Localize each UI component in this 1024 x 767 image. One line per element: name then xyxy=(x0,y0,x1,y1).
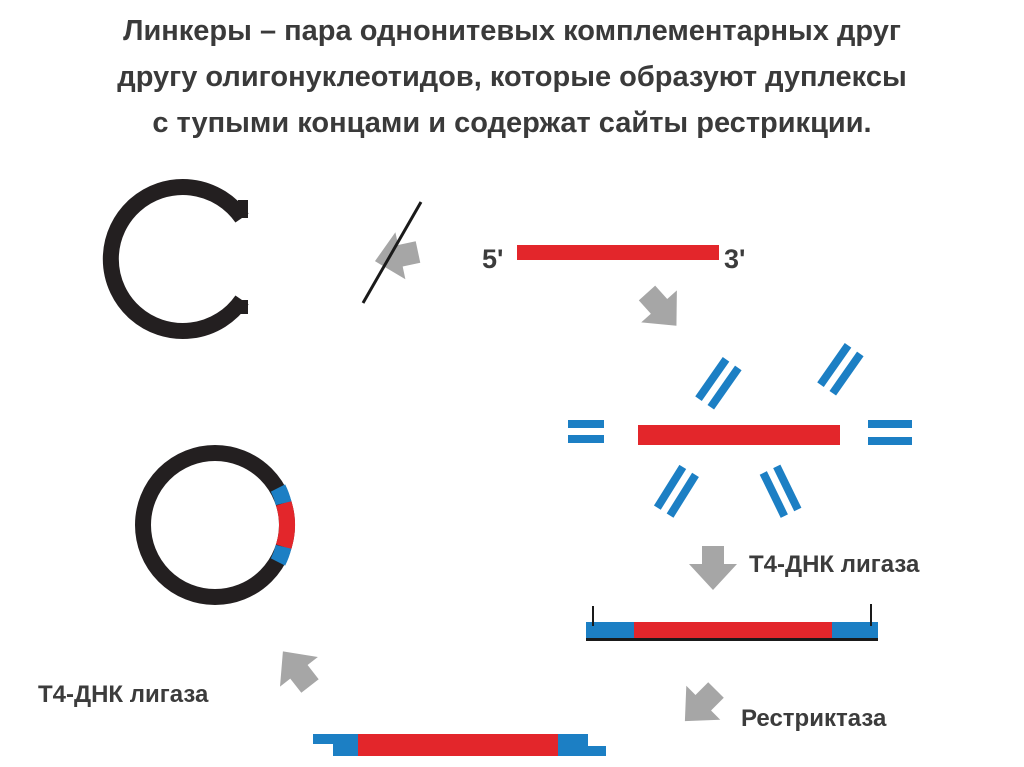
linker-duplex-left xyxy=(568,420,604,443)
arrow-restriction xyxy=(667,673,733,739)
oligo-strand xyxy=(517,245,719,260)
ligated-fragment xyxy=(586,604,878,641)
open-plasmid-end-top xyxy=(238,200,248,218)
linker-duplex-bottom-right xyxy=(759,464,802,518)
title-line-1: Линкеры – пара однонитевых комплементарн… xyxy=(123,15,901,47)
slide-title: Линкеры – пара однонитевых комплементарн… xyxy=(20,8,1004,146)
three-prime-label: 3' xyxy=(724,244,745,274)
title-line-2: другу олигонуклеотидов, которые образуют… xyxy=(117,61,907,93)
insert-fragment xyxy=(638,425,840,445)
arrow-ligase-down xyxy=(689,546,737,590)
strike-line xyxy=(361,201,423,304)
title-line-3: с тупыми концами и содержат сайты рестри… xyxy=(152,107,872,139)
restriction-label: Рестриктаза xyxy=(741,705,887,732)
five-prime-label: 5' xyxy=(482,244,503,274)
open-plasmid-end-bottom xyxy=(238,300,248,314)
linker-duplex-top-right xyxy=(817,343,864,396)
ligase-label-right: Т4-ДНК лигаза xyxy=(749,551,920,578)
ligase-label-left: Т4-ДНК лигаза xyxy=(38,681,209,708)
linker-duplex-right xyxy=(868,420,912,445)
arrow-to-recombinant xyxy=(263,636,329,701)
open-plasmid-ring xyxy=(102,179,249,339)
recombinant-plasmid xyxy=(135,445,295,605)
sticky-end-fragment xyxy=(313,734,606,756)
linker-duplex-top-left xyxy=(695,357,742,410)
arrow-to-linkers xyxy=(629,276,695,342)
linker-duplex-bottom-left xyxy=(653,464,699,518)
